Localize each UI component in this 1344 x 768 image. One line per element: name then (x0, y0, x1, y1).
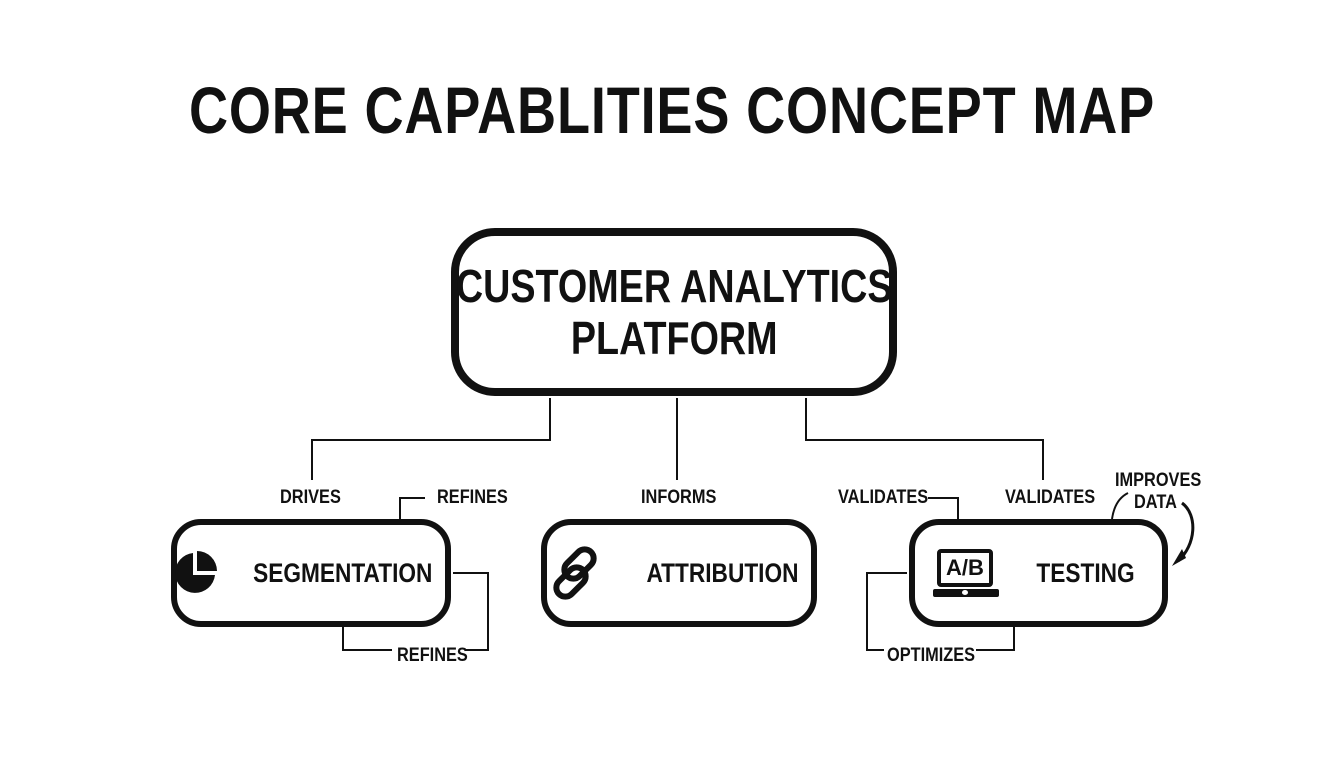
segmentation-node: SEGMENTATION (171, 519, 451, 627)
testing-node: A/B TESTING (909, 519, 1168, 627)
edge-label-optimizes: OPTIMIZES (887, 645, 976, 666)
connector-validates-left (928, 497, 959, 519)
central-node-label: CUSTOMER ANALYTICS PLATFORM (456, 260, 893, 364)
edge-label-improves: IMPROVES (1115, 470, 1202, 491)
central-node: CUSTOMER ANALYTICS PLATFORM (451, 228, 897, 396)
segmentation-label: SEGMENTATION (253, 557, 433, 588)
connector-central-validates (805, 398, 1044, 480)
central-node-line2: PLATFORM (570, 312, 778, 364)
edge-label-improves-data: DATA (1134, 492, 1177, 513)
arrowhead-icon (1172, 549, 1186, 566)
edge-label-refines-top: REFINES (437, 487, 508, 508)
page-title: CORE CAPABLITIES CONCEPT MAP (188, 73, 1156, 147)
connector-optimizes-right (976, 627, 1015, 651)
edge-label-drives: DRIVES (280, 487, 341, 508)
ab-laptop-icon: A/B (932, 547, 999, 599)
attribution-label: ATTRIBUTION (645, 557, 799, 588)
connector-refines-bottom (453, 572, 489, 651)
connector-refines-bottom-left (342, 627, 392, 651)
edge-label-informs: INFORMS (641, 487, 717, 508)
ab-icon-text: A/B (946, 555, 984, 580)
connector-improves-arc-left (1111, 492, 1129, 520)
central-node-line1: CUSTOMER ANALYTICS (455, 260, 893, 312)
ab-laptop-screen: A/B (936, 549, 993, 587)
attribution-node: ATTRIBUTION (541, 519, 817, 627)
edge-label-validates-right: VALIDATES (1005, 487, 1096, 508)
edge-label-refines-bottom: REFINES (397, 645, 468, 666)
connector-refines-top (399, 497, 425, 519)
ab-laptop-dot (961, 590, 968, 595)
testing-label: TESTING (1036, 557, 1135, 588)
pie-chart-icon (172, 550, 218, 596)
connector-optimizes (866, 572, 907, 651)
edge-label-validates-left: VALIDATES (838, 487, 929, 508)
chain-link-icon (546, 545, 606, 601)
connector-central-drives (311, 398, 551, 480)
